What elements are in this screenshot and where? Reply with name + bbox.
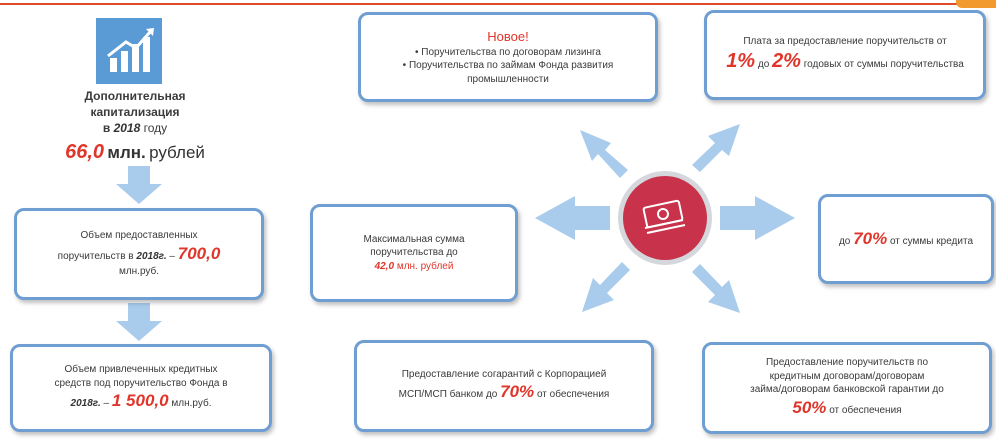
arrow-down-2 bbox=[116, 303, 162, 341]
corp-suffix: от обеспечения bbox=[536, 389, 610, 401]
attracted-dash: – bbox=[103, 398, 110, 410]
corp-box: Предоставление согарантий с Корпорацией … bbox=[354, 340, 654, 432]
fee-pct2: 2% bbox=[772, 50, 801, 73]
share-box: до 70% от суммы кредита bbox=[818, 194, 994, 284]
capital-amount-unit: млн. bbox=[107, 142, 146, 162]
capital-year: 2018 bbox=[113, 121, 141, 136]
max-unit: млн. рублей bbox=[396, 260, 454, 272]
arrow-up-right bbox=[692, 124, 740, 172]
arrow-left bbox=[535, 196, 610, 240]
capital-line1: Дополнительная bbox=[84, 89, 186, 103]
capital-amount-rest: рублей bbox=[149, 142, 205, 162]
guarantee-line2: кредитным договорам/договорам bbox=[769, 370, 925, 382]
share-line: до 70% от суммы кредита bbox=[839, 228, 973, 251]
fee-text2: годовых от суммы поручительства bbox=[803, 59, 964, 71]
arrow-right bbox=[720, 196, 795, 240]
share-text: от суммы кредита bbox=[889, 235, 974, 247]
volume-unit: млн.руб. bbox=[118, 266, 160, 278]
corp-pct: 70% bbox=[500, 382, 535, 402]
arrow-down-left bbox=[582, 262, 630, 312]
attracted-line2: средств под поручительство Фонда в bbox=[54, 377, 228, 389]
radial-arrows bbox=[535, 124, 795, 313]
volume-year: 2018г. bbox=[136, 250, 167, 262]
volume-line2-text: поручительств в bbox=[57, 250, 134, 262]
capital-block: Дополнительная капитализация в 2018 году… bbox=[30, 88, 240, 166]
volume-amount: 700,0 bbox=[177, 243, 221, 263]
arrow-down-1 bbox=[116, 166, 162, 204]
max-box: Максимальная сумма поручительства до 42,… bbox=[310, 204, 518, 302]
attracted-year: 2018г. bbox=[70, 398, 101, 410]
corner-logo-mark bbox=[956, 0, 996, 8]
guarantee-pct: 50% bbox=[792, 397, 827, 417]
capital-amount-line: 66,0 млн. рублей bbox=[30, 139, 240, 166]
max-amount-line: 42,0 млн. рублей bbox=[375, 260, 454, 274]
attracted-box: Объем привлеченных кредитных средств под… bbox=[10, 344, 272, 432]
fee-pct-line: 1% до 2% годовых от суммы поручительства bbox=[726, 48, 964, 75]
volume-box: Объем предоставленных поручительств в 20… bbox=[14, 208, 264, 300]
fee-box: Плата за предоставление поручительств от… bbox=[704, 10, 986, 100]
capital-year-suffix: году bbox=[143, 121, 168, 136]
volume-line2: поручительств в 2018г. – 700,0 bbox=[58, 243, 221, 266]
fee-pct1: 1% bbox=[726, 50, 756, 73]
corp-line1: Предоставление согарантий с Корпорацией bbox=[401, 368, 607, 380]
corp-line2: МСП/МСП банком до 70% от обеспечения bbox=[399, 381, 610, 404]
max-line2: поручительства до bbox=[370, 247, 458, 259]
corp-line2-text: МСП/МСП банком до bbox=[398, 389, 498, 401]
max-amount: 42,0 bbox=[374, 260, 395, 272]
guarantee-line1: Предоставление поручительств по bbox=[765, 357, 929, 369]
guarantee-line3: займа/договорам банковской гарантии до bbox=[750, 384, 944, 396]
attracted-line3: 2018г. – 1 500,0 млн.руб. bbox=[71, 390, 212, 413]
header-line bbox=[0, 3, 996, 5]
new-item1: • Поручительства по договорам лизинга bbox=[415, 46, 601, 58]
fee-mid: до bbox=[757, 59, 770, 71]
attracted-amount: 1 500,0 bbox=[111, 391, 169, 411]
new-box: Новое! • Поручительства по договорам лиз… bbox=[358, 12, 658, 102]
arrow-down-right bbox=[692, 264, 740, 313]
guarantee-box: Предоставление поручительств по кредитны… bbox=[702, 342, 992, 434]
share-prefix: до bbox=[838, 235, 851, 247]
guarantee-pct-line: 50% от обеспечения bbox=[792, 397, 901, 420]
arrow-up-left bbox=[580, 130, 628, 178]
capital-amount: 66,0 bbox=[65, 140, 105, 163]
fee-text1: Плата за предоставление поручительств от bbox=[743, 35, 947, 47]
share-pct: 70% bbox=[853, 228, 888, 248]
max-line1: Максимальная сумма bbox=[363, 233, 465, 245]
capital-year-line: в 2018 году bbox=[30, 120, 240, 136]
money-stack-icon bbox=[642, 199, 686, 234]
new-title: Новое! bbox=[487, 28, 529, 44]
guarantee-suffix: от обеспечения bbox=[829, 404, 902, 416]
attracted-line1: Объем привлеченных кредитных bbox=[64, 364, 218, 376]
new-item2: • Поручительства по займам Фонда развити… bbox=[402, 60, 614, 85]
attracted-unit: млн.руб. bbox=[171, 398, 212, 410]
volume-line1: Объем предоставленных bbox=[80, 230, 198, 242]
capital-line2: капитализация bbox=[90, 105, 180, 120]
volume-dash: – bbox=[169, 250, 175, 262]
capital-year-prefix: в bbox=[102, 121, 111, 136]
growth-chart-icon bbox=[96, 18, 162, 84]
